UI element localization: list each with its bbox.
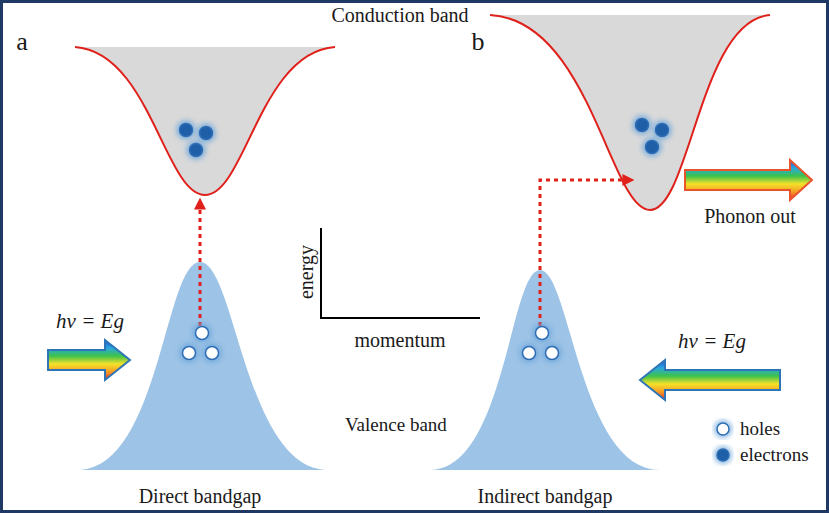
band-label: Conduction band (331, 4, 468, 26)
legend-text: electrons (740, 444, 809, 466)
phonon-label: Phonon out (704, 205, 796, 227)
legend-entry: holes (712, 416, 809, 442)
indirect-transition-arrow (540, 180, 632, 326)
hole (202, 343, 222, 363)
photon-energy: hν = Eg (678, 330, 746, 353)
legend: holes electrons (712, 416, 809, 468)
electron (632, 115, 652, 135)
legend-entry: electrons (712, 442, 809, 468)
axis-label: momentum (354, 329, 445, 351)
electron (176, 120, 196, 140)
legend-text: holes (740, 418, 780, 440)
panel-letter: a (16, 28, 28, 57)
electron (186, 140, 206, 160)
photon-arrow (48, 340, 130, 380)
photon-arrow (640, 360, 780, 400)
photon-energy: hν = Eg (56, 310, 124, 333)
direct-transition-arrow (199, 200, 202, 326)
hole (192, 323, 212, 343)
hole (179, 343, 199, 363)
carriers (176, 115, 672, 363)
electron (652, 120, 672, 140)
axis-label: energy (295, 245, 317, 299)
panel-letter: b (472, 28, 485, 57)
conduction-band (75, 47, 335, 195)
hole (519, 343, 539, 363)
electron (196, 123, 216, 143)
band-label: Valence band (345, 415, 447, 436)
panel-caption: Direct bandgap (139, 485, 262, 507)
hole-swatch (712, 418, 734, 440)
electron (642, 137, 662, 157)
electron-swatch (712, 444, 734, 466)
hole (532, 323, 552, 343)
phonon-arrow (685, 160, 812, 200)
axes (321, 228, 480, 318)
hole (542, 343, 562, 363)
panel-caption: Indirect bandgap (478, 485, 613, 507)
valence-band (430, 270, 660, 470)
